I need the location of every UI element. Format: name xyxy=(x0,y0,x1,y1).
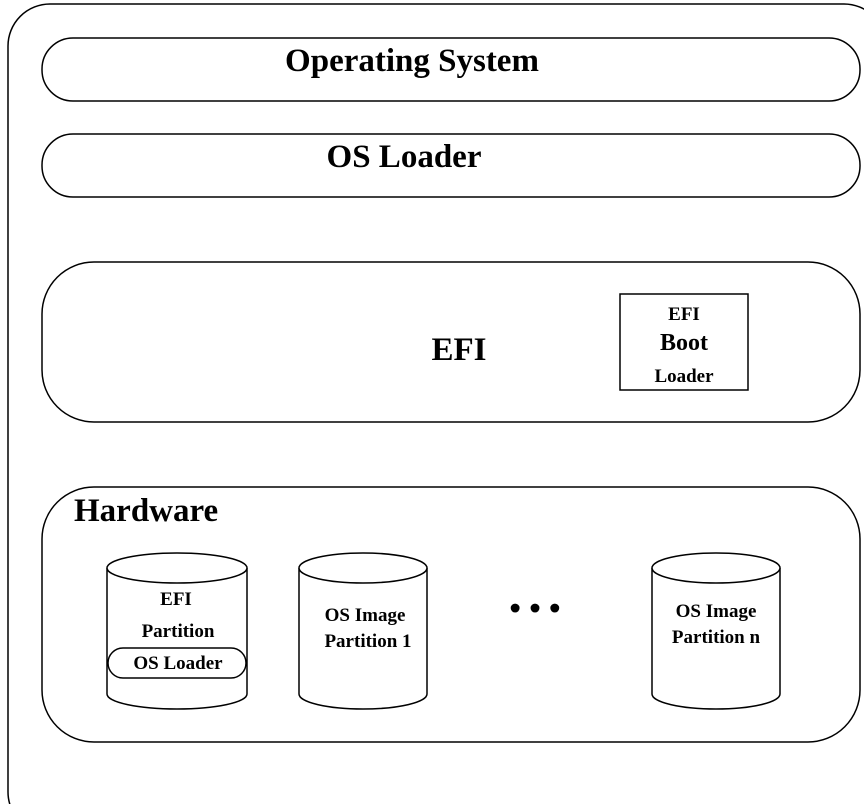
hardware-layer: Hardware EFI Partition OS Loader OS Imag… xyxy=(41,486,861,743)
efi-partition-cylinder: EFI Partition OS Loader xyxy=(106,552,248,710)
os-image-partition-1-cylinder: OS Image Partition 1 xyxy=(298,552,428,710)
hardware-label: Hardware xyxy=(74,493,218,529)
operating-system-label: Operating System xyxy=(285,43,539,79)
os-image-partition-n-cylinder: OS Image Partition n xyxy=(651,552,781,710)
efi-partition-os-loader-label: OS Loader xyxy=(133,653,223,674)
efi-boot-loader-line2: Boot xyxy=(660,330,708,356)
efi-partition-os-loader-pill xyxy=(107,647,247,679)
os-image-1-line1: OS Image xyxy=(325,605,406,626)
efi-label: EFI xyxy=(431,332,486,368)
os-loader-label: OS Loader xyxy=(327,139,482,175)
efi-layer: EFI EFI Boot Loader xyxy=(41,261,861,423)
ellipsis-separator: • • • xyxy=(509,591,560,627)
efi-boot-loader-line3: Loader xyxy=(654,366,714,387)
efi-boot-loader-box: EFI Boot Loader xyxy=(619,293,749,391)
efi-partition-line2: Partition xyxy=(142,621,215,642)
os-image-1-line2: Partition 1 xyxy=(324,631,411,652)
os-image-n-line2: Partition n xyxy=(672,627,761,648)
efi-boot-loader-line1: EFI xyxy=(668,304,700,325)
operating-system-layer: Operating System xyxy=(41,37,861,102)
os-loader-layer: OS Loader xyxy=(41,133,861,198)
os-image-n-line1: OS Image xyxy=(676,601,757,622)
efi-partition-line1: EFI xyxy=(160,589,192,610)
